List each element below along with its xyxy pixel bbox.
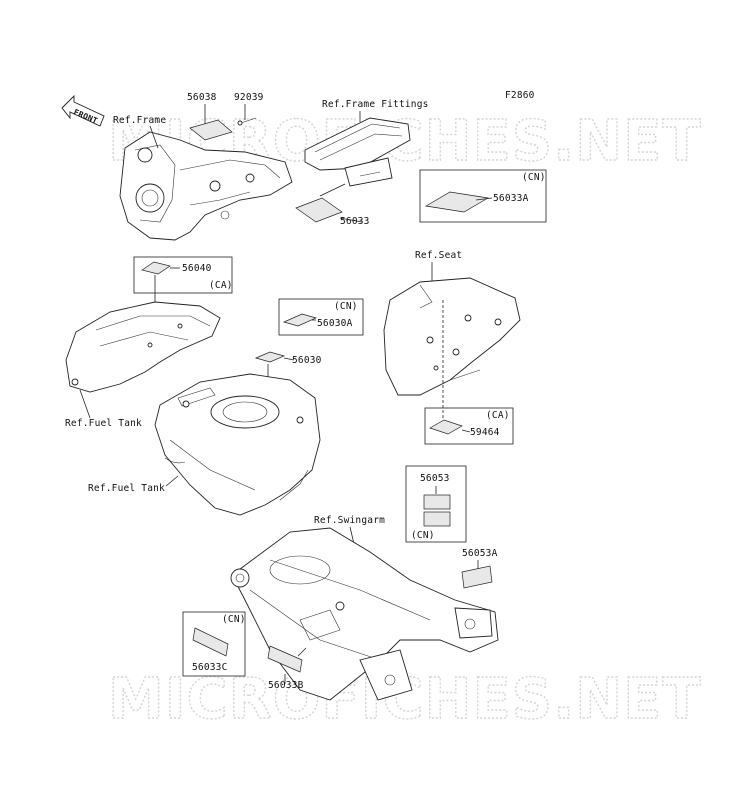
- box-56040: [133, 256, 233, 294]
- front-arrow-icon: FRONT: [61, 94, 105, 127]
- box-59464: [424, 407, 514, 445]
- ref-fuel-tank-2-label: Ref.Fuel Tank: [88, 483, 165, 494]
- box-56053: [405, 465, 467, 543]
- part-56033C: 56033C: [192, 662, 228, 673]
- part-56033B: 56033B: [268, 680, 304, 691]
- ref-frame-label: Ref.Frame: [113, 115, 166, 126]
- part-56038: 56038: [187, 92, 217, 103]
- box-56030A: [278, 298, 364, 336]
- market-cn-56030A: (CN): [334, 301, 358, 312]
- frame-fittings-drawing: [304, 117, 411, 187]
- market-cn-56033A: (CN): [522, 172, 546, 183]
- part-56030: 56030: [292, 355, 322, 366]
- part-56053: 56053: [420, 473, 450, 484]
- box-56033C: [182, 611, 246, 677]
- ref-fuel-tank-1-label: Ref.Fuel Tank: [65, 418, 142, 429]
- seat-drawing: [383, 277, 521, 396]
- market-cn-56053: (CN): [411, 530, 435, 541]
- market-cn-56033C: (CN): [222, 614, 246, 625]
- fuel-tank-drawing: [154, 373, 321, 516]
- part-56033A: 56033A: [493, 193, 529, 204]
- part-56040: 56040: [182, 263, 212, 274]
- fuel-tank-cover-drawing: [65, 301, 221, 393]
- ref-frame-fittings-label: Ref.Frame Fittings: [322, 99, 429, 110]
- ref-swingarm-label: Ref.Swingarm: [314, 515, 385, 526]
- part-56030A: 56030A: [317, 318, 353, 329]
- decal-56053-upper: [423, 494, 451, 510]
- market-ca-56040: (CA): [209, 280, 233, 291]
- ref-seat-label: Ref.Seat: [415, 250, 462, 261]
- part-56053A: 56053A: [462, 548, 498, 559]
- box-56033A: [419, 169, 547, 223]
- market-ca-59464: (CA): [486, 410, 510, 421]
- part-59464: 59464: [470, 427, 500, 438]
- decal-56053-lower: [423, 511, 451, 527]
- frame-drawing: [119, 117, 293, 241]
- part-92039: 92039: [234, 92, 264, 103]
- swingarm-drawing: [230, 527, 499, 701]
- part-56033: 56033: [340, 216, 370, 227]
- figure-code: F2860: [505, 90, 535, 101]
